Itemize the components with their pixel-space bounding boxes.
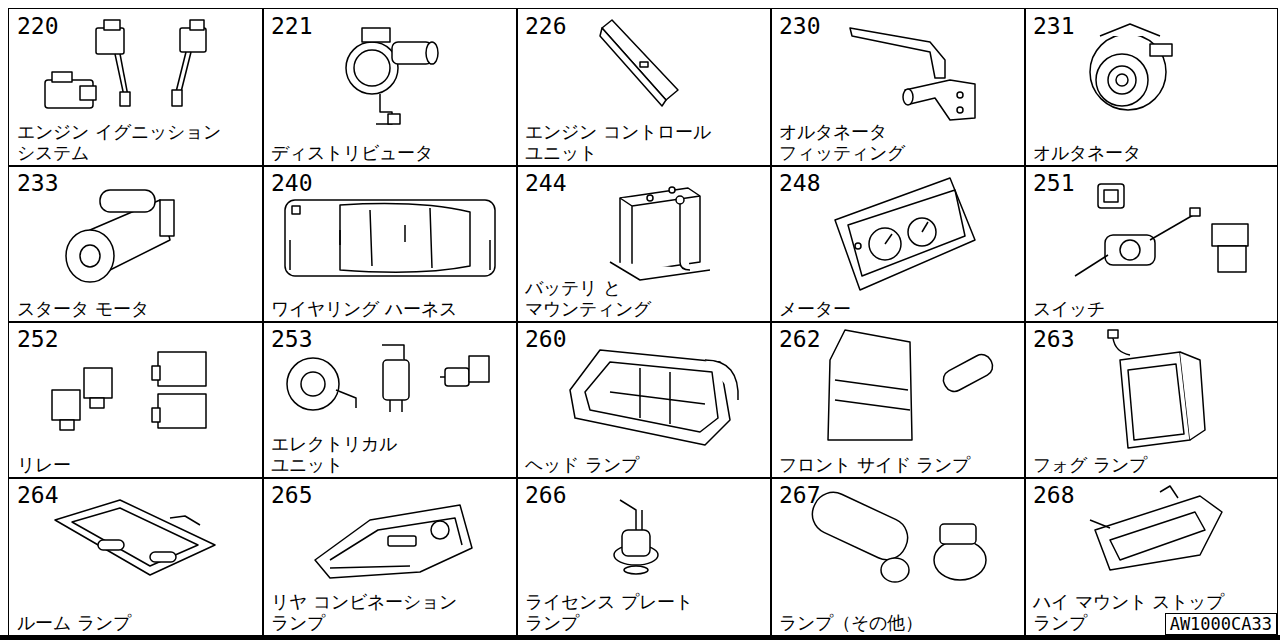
part-group-name: フロント サイド ランプ [779, 454, 1019, 475]
callout-number: 260 [525, 326, 567, 352]
catalog-cell: 221 ディストリビュータ [262, 8, 518, 167]
part-group-name: エンジン イグニッション システム [17, 121, 257, 163]
part-group-name: バッテリ と マウンティング [525, 277, 675, 319]
catalog-cell: 252 リレー [8, 321, 264, 479]
part-group-name: オルタネータ [1033, 142, 1263, 163]
part-group-name: スイッチ [1033, 298, 1268, 319]
callout-number: 248 [779, 170, 821, 196]
catalog-cell: 265 リヤ コンビネーション ランプ [262, 477, 518, 637]
part-group-name: スタータ モータ [17, 298, 252, 319]
part-group-name: ランプ（その他） [779, 612, 1019, 633]
catalog-cell: 263 フォグ ランプ [1024, 321, 1278, 479]
callout-number: 244 [525, 170, 567, 196]
callout-number: 268 [1033, 482, 1075, 508]
catalog-cell: 262 フロント サイド ランプ [770, 321, 1026, 479]
callout-number: 221 [271, 13, 313, 39]
catalog-cell: 260 ヘッド ランプ [516, 321, 772, 479]
part-group-name: ワイヤリング ハーネス [271, 298, 506, 319]
catalog-cell: 267 ランプ（その他） [770, 477, 1026, 637]
callout-number: 266 [525, 482, 567, 508]
part-group-name: ルーム ランプ [17, 612, 252, 633]
callout-number: 231 [1033, 13, 1075, 39]
catalog-cell: 251 スイッチ [1024, 165, 1278, 323]
catalog-cell: 231 オルタネータ [1024, 8, 1278, 167]
callout-number: 265 [271, 482, 313, 508]
part-group-name: メーター [779, 298, 1014, 319]
catalog-cell: 226 エンジン コントロール ユニット [516, 8, 772, 167]
part-group-name: ディストリビュータ [271, 142, 506, 163]
catalog-cell: 230 オルタネータ フィッティング [770, 8, 1026, 167]
part-group-name: ヘッド ランプ [525, 454, 760, 475]
callout-number: 251 [1033, 170, 1075, 196]
callout-number: 262 [779, 326, 821, 352]
callout-number: 240 [271, 170, 313, 196]
catalog-cell: 240 ワイヤリング ハーネス [262, 165, 518, 323]
callout-number: 264 [17, 482, 59, 508]
callout-number: 220 [17, 13, 59, 39]
catalog-cell: 248 メーター [770, 165, 1026, 323]
part-group-name: オルタネータ フィッティング [779, 121, 1009, 163]
catalog-cell: 253 エレクトリカル ユニット [262, 321, 518, 479]
part-group-name: フォグ ランプ [1033, 454, 1268, 475]
part-group-name: エンジン コントロール ユニット [525, 121, 755, 163]
catalog-cell: 233 スタータ モータ [8, 165, 264, 323]
callout-number: 226 [525, 13, 567, 39]
callout-number: 252 [17, 326, 59, 352]
part-group-name: ライセンス プレート ランプ [525, 591, 750, 633]
callout-number: 253 [271, 326, 313, 352]
callout-number: 233 [17, 170, 59, 196]
catalog-cell: 220 エンジン イグニッション システム [8, 8, 264, 167]
callout-number: 230 [779, 13, 821, 39]
part-group-name: リレー [17, 454, 252, 475]
callout-number: 267 [779, 482, 821, 508]
callout-number: 263 [1033, 326, 1075, 352]
catalog-cell: 266 ライセンス プレート ランプ [516, 477, 772, 637]
catalog-cell: 264 ルーム ランプ [8, 477, 264, 637]
part-group-name: リヤ コンビネーション ランプ [271, 591, 511, 633]
catalog-cell: 244 バッテリ と マウンティング [516, 165, 772, 323]
part-group-name: エレクトリカル ユニット [271, 433, 451, 475]
drawing-code: AW1000CA33 [1165, 613, 1277, 635]
